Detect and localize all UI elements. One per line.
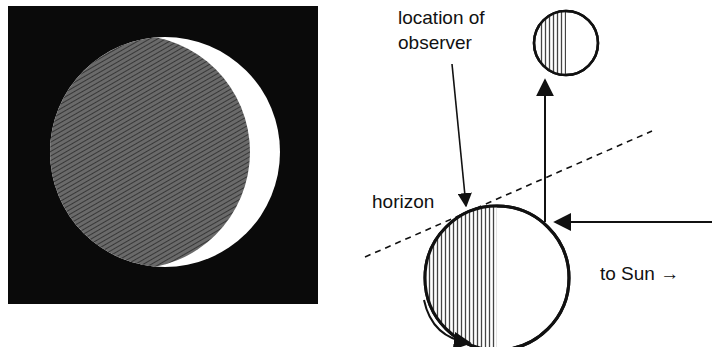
label-box: to Sun → (600, 262, 712, 287)
sunlight-arrow (555, 221, 712, 223)
annotation-label: horizon (372, 190, 462, 215)
rotation-arrow (424, 300, 470, 343)
horizon-line (365, 131, 652, 257)
annotation-label: to Sun → (600, 262, 712, 287)
moon-direction-arrow (544, 80, 546, 222)
moon-earthshine (16, 35, 250, 269)
night-sky (8, 6, 318, 304)
earth-night-side (420, 200, 497, 347)
label-box: horizon (372, 190, 462, 215)
annotation-label: location of observer (398, 6, 516, 55)
label-box: location of observer (398, 6, 516, 55)
observer-leader (452, 64, 466, 206)
